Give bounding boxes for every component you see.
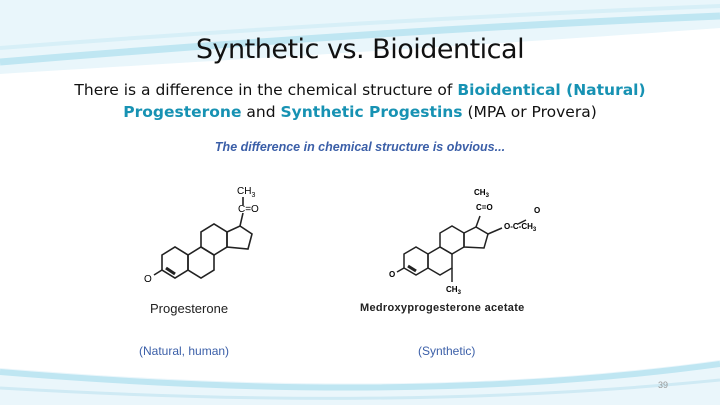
progesterone-structure: CH3 C=O O xyxy=(144,186,259,285)
medroxyprogesterone-structure: CH3 C=O O O-C-CH3 O CH3 xyxy=(389,188,540,296)
progesterone-ch3-label: CH3 xyxy=(237,186,255,199)
mpa-co-label: C=O xyxy=(476,203,493,212)
natural-caption: (Natural, human) xyxy=(139,344,230,358)
mpa-ch3-bottom-label: CH3 xyxy=(446,285,462,296)
progesterone-o-label: O xyxy=(144,274,152,285)
difference-claim: The difference in chemical structure is … xyxy=(214,140,506,154)
subtitle-text-1: There is a difference in the chemical st… xyxy=(74,81,458,99)
mpa-o-label: O xyxy=(389,270,395,279)
mpa-ch3-top-label: CH3 xyxy=(474,188,490,199)
progesterone-co-label: C=O xyxy=(238,204,259,215)
highlight-bioidentical: Bioidentical (Natural) Progesterone xyxy=(123,81,646,121)
synthetic-caption: (Synthetic) xyxy=(418,344,476,358)
medroxyprogesterone-name: Medroxyprogesterone acetate xyxy=(360,302,525,314)
mpa-ester-o-label: O xyxy=(534,206,540,215)
mpa-ester-label: O-C-CH3 xyxy=(504,222,537,233)
subtitle-text-2: and xyxy=(241,103,281,121)
slide-subtitle: There is a difference in the chemical st… xyxy=(50,79,670,123)
subtitle-text-3: (MPA or Provera) xyxy=(462,103,597,121)
page-number: 39 xyxy=(657,380,668,390)
highlight-synthetic: Synthetic Progestins xyxy=(280,103,463,121)
progesterone-name: Progesterone xyxy=(150,301,229,316)
slide-title: Synthetic vs. Bioidentical xyxy=(195,34,525,65)
